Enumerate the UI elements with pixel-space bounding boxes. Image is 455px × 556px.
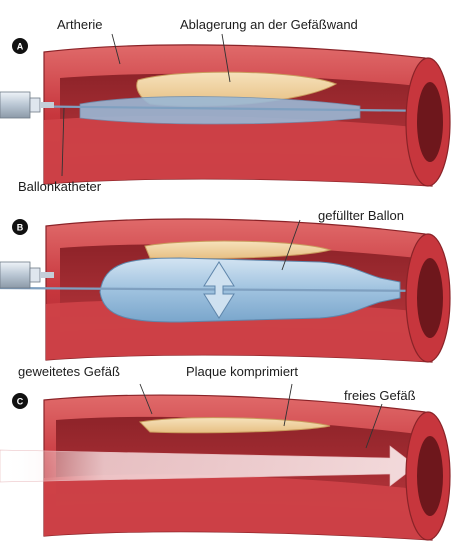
panel-b: B gefüllter Ballon xyxy=(0,208,450,362)
vessel-opening-lumen xyxy=(417,82,443,162)
panel-badge-b: B xyxy=(12,219,28,235)
svg-text:B: B xyxy=(17,223,24,233)
label-artery: Artherie xyxy=(57,17,103,32)
label-balloon: gefüllter Ballon xyxy=(318,208,404,223)
label-plaque-compressed: Plaque komprimiert xyxy=(186,364,298,379)
label-widened-vessel: geweitetes Gefäß xyxy=(18,364,120,379)
panel-badge-a: A xyxy=(12,38,28,54)
svg-text:A: A xyxy=(17,42,24,52)
vessel-opening-lumen xyxy=(417,258,443,338)
vessel-opening-lumen xyxy=(417,436,443,516)
artery-lower-wall xyxy=(44,116,432,186)
label-free-vessel: freies Gefäß xyxy=(344,388,416,403)
svg-text:C: C xyxy=(17,397,24,407)
panel-c: C geweitetes Gefäß Plaque komprimiert fr… xyxy=(0,364,450,540)
label-deposit: Ablagerung an der Gefäßwand xyxy=(180,17,358,32)
label-catheter: Ballonkatheter xyxy=(18,179,102,194)
panel-badge-c: C xyxy=(12,393,28,409)
panel-a: A Artherie Ablagerung an der Gefäßwand B… xyxy=(0,17,450,194)
